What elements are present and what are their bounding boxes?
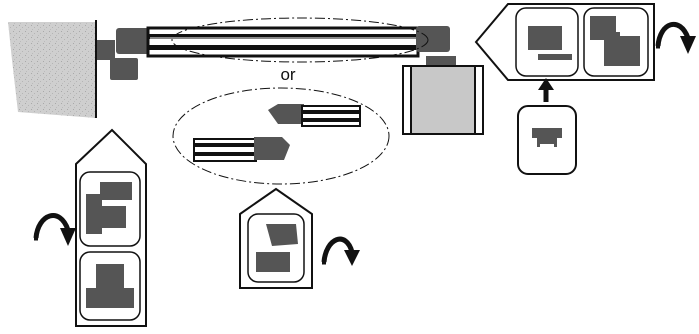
dash-dot-ellipse-top <box>171 17 429 63</box>
pentagon-view-card-icon <box>239 187 313 289</box>
stand-symbol-icon <box>517 105 577 175</box>
left-rotation-arrow-icon <box>33 213 76 246</box>
tall-pentagon-view-card-icon <box>75 128 147 327</box>
right-rotation-arrow-icon <box>655 21 696 54</box>
main-beam-icon <box>116 26 450 58</box>
upper-beam-segment-icon <box>268 104 361 127</box>
dash-dot-ellipse-middle <box>172 87 390 185</box>
horizontal-pentagon-view-card-icon <box>474 3 655 81</box>
wall-block-icon <box>8 20 97 118</box>
or-label: or <box>280 65 295 84</box>
up-arrow-icon <box>538 78 554 102</box>
lower-beam-segment-icon <box>193 137 290 162</box>
clockwise-rotation-arrow-icon <box>321 236 360 266</box>
wall-connector <box>97 40 138 80</box>
column-block-icon <box>402 56 484 135</box>
